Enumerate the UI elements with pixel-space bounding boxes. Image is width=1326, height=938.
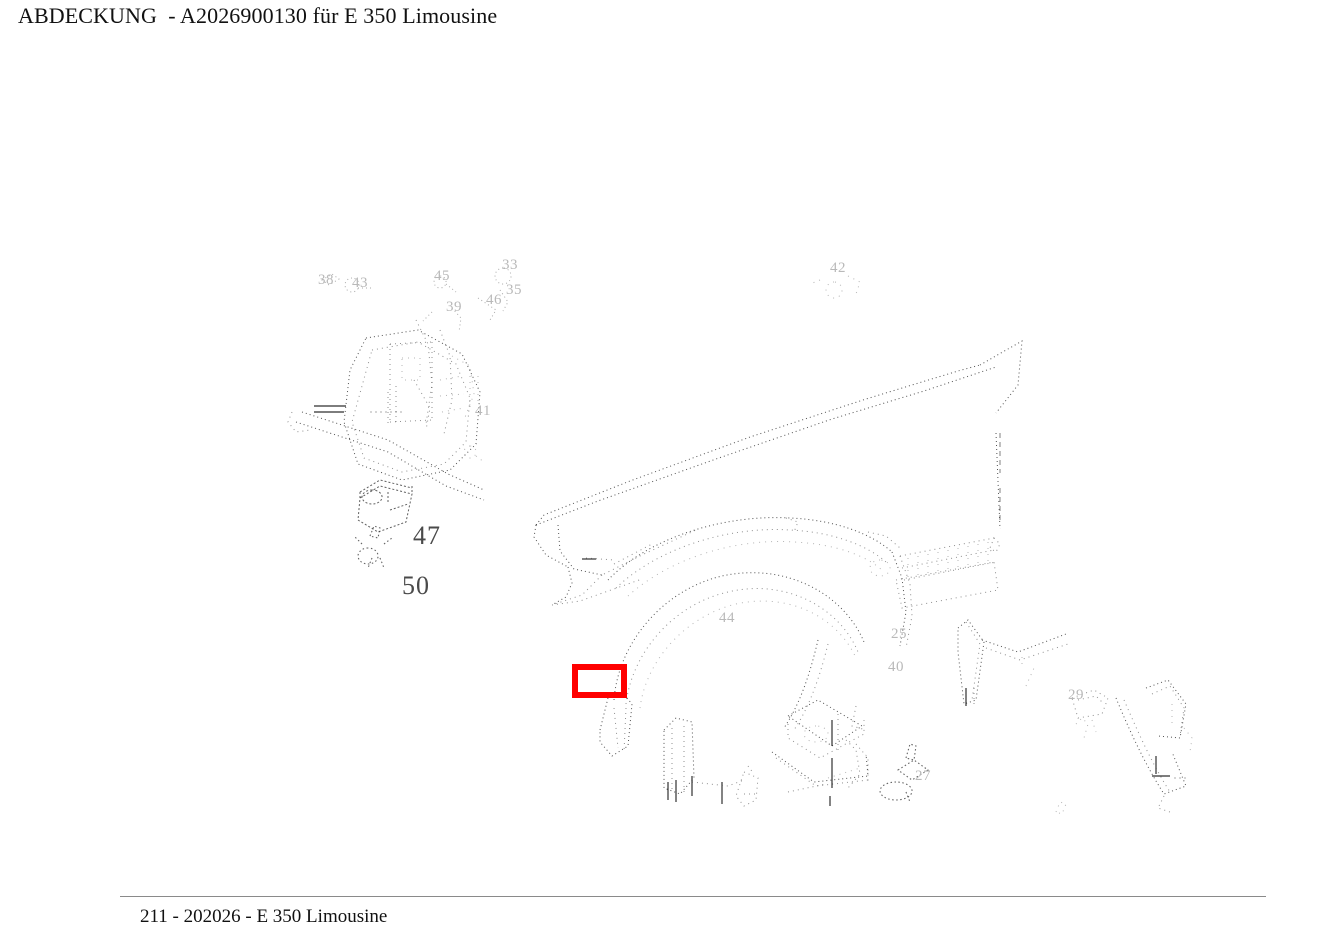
- faint-callout-27: 27: [915, 768, 931, 784]
- left-bracket-assembly: [287, 319, 485, 501]
- faint-callout-29: 29: [1068, 687, 1084, 703]
- misc-fasteners: [809, 275, 1067, 815]
- part-47-icon: [357, 479, 413, 533]
- liner-center-bracket: [771, 639, 869, 806]
- faint-callout-41: 41: [475, 403, 491, 419]
- callout-number-47: 47: [413, 521, 441, 550]
- wheel-housing-liner: [599, 572, 865, 807]
- faint-callout-25: 25: [891, 626, 907, 642]
- upper-left-hardware-cluster: [321, 267, 512, 333]
- page-footer: 211 - 202026 - E 350 Limousine: [120, 896, 1266, 938]
- parts-diagram: 47 50 38 43 45 39 46 33 35 41 42 44 25 4…: [0, 40, 1326, 880]
- parts-diagram-linework: [287, 267, 1193, 815]
- faint-callout-33: 33: [502, 257, 518, 273]
- faint-callout-39: 39: [446, 299, 462, 315]
- selected-part-highlight[interactable]: [572, 664, 627, 698]
- part-50-icon: [353, 525, 393, 569]
- fender-wheel-arch: [607, 517, 913, 649]
- faint-callout-45: 45: [434, 268, 450, 284]
- far-right-liner-section: [1115, 679, 1193, 813]
- faint-callout-38: 38: [318, 272, 334, 288]
- faint-callout-40: 40: [888, 659, 904, 675]
- faint-callout-46: 46: [486, 292, 502, 308]
- footer-caption: 211 - 202026 - E 350 Limousine: [140, 906, 388, 927]
- fender-sill-strip: [895, 537, 1001, 609]
- fastener-27: [879, 743, 929, 803]
- right-bracket-arm: [957, 619, 1069, 706]
- faint-callout-43: 43: [352, 275, 368, 291]
- footer-divider: [120, 896, 1266, 897]
- callout-number-50: 50: [402, 571, 430, 600]
- faint-callout-44: 44: [719, 610, 735, 626]
- faint-callout-42: 42: [830, 260, 846, 276]
- faint-callout-35: 35: [506, 282, 522, 298]
- right-small-hardware: [1071, 689, 1109, 739]
- page-title: ABDECKUNG - A2026900130 für E 350 Limous…: [18, 3, 498, 28]
- fender-outer-panel: [533, 340, 1023, 606]
